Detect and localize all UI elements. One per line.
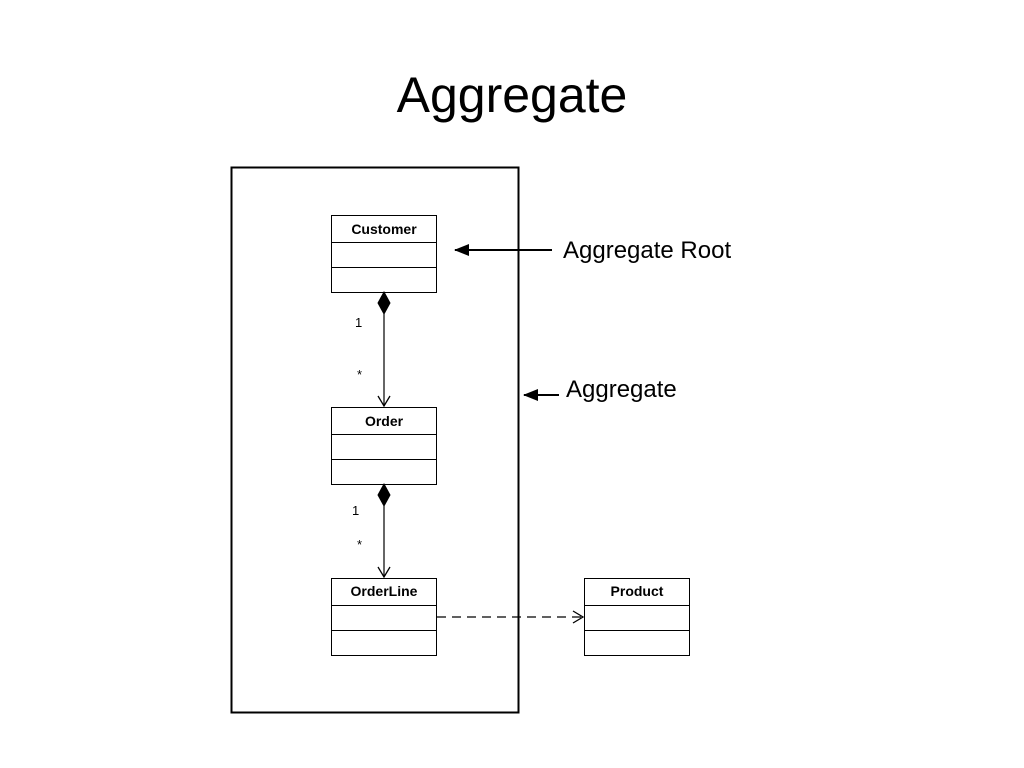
multiplicity-many: * xyxy=(357,367,362,382)
class-customer: Customer xyxy=(331,215,437,293)
composition-customer-order xyxy=(377,290,391,408)
class-order-name: Order xyxy=(365,413,404,429)
composition-order-orderline xyxy=(377,482,391,579)
class-order: Order xyxy=(331,407,437,485)
multiplicity-one: 1 xyxy=(355,315,362,330)
class-orderline: OrderLine xyxy=(331,578,437,656)
class-product: Product xyxy=(584,578,690,656)
multiplicity-many: * xyxy=(357,537,362,552)
multiplicity-one: 1 xyxy=(352,503,359,518)
class-orderline-name: OrderLine xyxy=(351,583,418,599)
aggregate-label: Aggregate xyxy=(566,376,677,403)
class-product-name: Product xyxy=(611,583,664,599)
composition-diamond xyxy=(377,482,391,508)
class-customer-name: Customer xyxy=(351,221,417,237)
aggregate-root-label: Aggregate Root xyxy=(563,237,731,264)
aggregate-boundary xyxy=(230,166,520,714)
composition-diamond xyxy=(377,290,391,316)
slide-title: Aggregate xyxy=(396,67,628,123)
